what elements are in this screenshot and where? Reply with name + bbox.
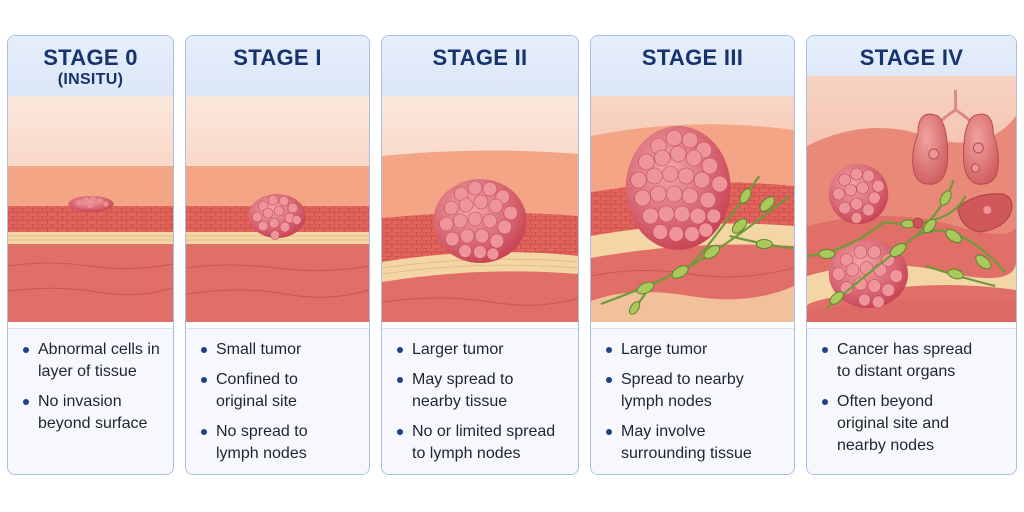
stage-title: STAGE 0 (43, 45, 138, 70)
stage-title: STAGE IV (859, 45, 964, 70)
stage-3-illustration (591, 96, 794, 322)
bullet-item: No spread to lymph nodes (198, 421, 359, 465)
stage-0-header: STAGE 0 (INSITU) (8, 36, 173, 98)
stage-4-panel: STAGE IV (806, 35, 1017, 475)
bullet-item: No invasion beyond surface (20, 391, 163, 435)
stage-title: STAGE II (432, 45, 528, 70)
bullet-item: No or limited spread to lymph nodes (394, 421, 568, 465)
stage-0-illustration (8, 96, 173, 322)
stage-2-header: STAGE II (382, 36, 578, 98)
stage-1-header: STAGE I (186, 36, 369, 98)
bullet-item: Larger tumor (394, 339, 568, 361)
stage-3-bullets: Large tumor Spread to nearby lymph nodes… (591, 328, 794, 474)
bullet-item: Spread to nearby lymph nodes (603, 369, 784, 413)
stage-4-illustration (807, 76, 1016, 322)
stage-title: STAGE III (641, 45, 744, 70)
lungs (912, 90, 999, 185)
stage-2-illustration (382, 96, 578, 322)
stage-1-bullets: Small tumor Confined to original site No… (186, 328, 369, 474)
stage-4-bullets: Cancer has spread to distant organs Ofte… (807, 328, 1016, 474)
bullet-item: Confined to original site (198, 369, 359, 413)
bullet-item: Small tumor (198, 339, 359, 361)
bullet-item: Often beyond original site and nearby no… (819, 391, 1006, 457)
stage-subtitle: (INSITU) (57, 71, 124, 88)
stage-0-bullets: Abnormal cells in layer of tissue No inv… (8, 328, 173, 474)
bullet-item: Large tumor (603, 339, 784, 361)
stage-0-panel: STAGE 0 (INSITU) (7, 35, 174, 475)
bullet-item: May involve surrounding tissue (603, 421, 784, 465)
stage-title: STAGE I (233, 45, 322, 70)
stage-3-panel: STAGE III (590, 35, 795, 475)
bullet-item: Abnormal cells in layer of tissue (20, 339, 163, 383)
stage-1-panel: STAGE I (185, 35, 370, 475)
stage-2-panel: STAGE II (381, 35, 579, 475)
stage-2-bullets: Larger tumor May spread to nearby tissue… (382, 328, 578, 474)
bullet-item: May spread to nearby tissue (394, 369, 568, 413)
stage-1-illustration (186, 96, 369, 322)
stage-3-header: STAGE III (591, 36, 794, 98)
bullet-item: Cancer has spread to distant organs (819, 339, 1006, 383)
